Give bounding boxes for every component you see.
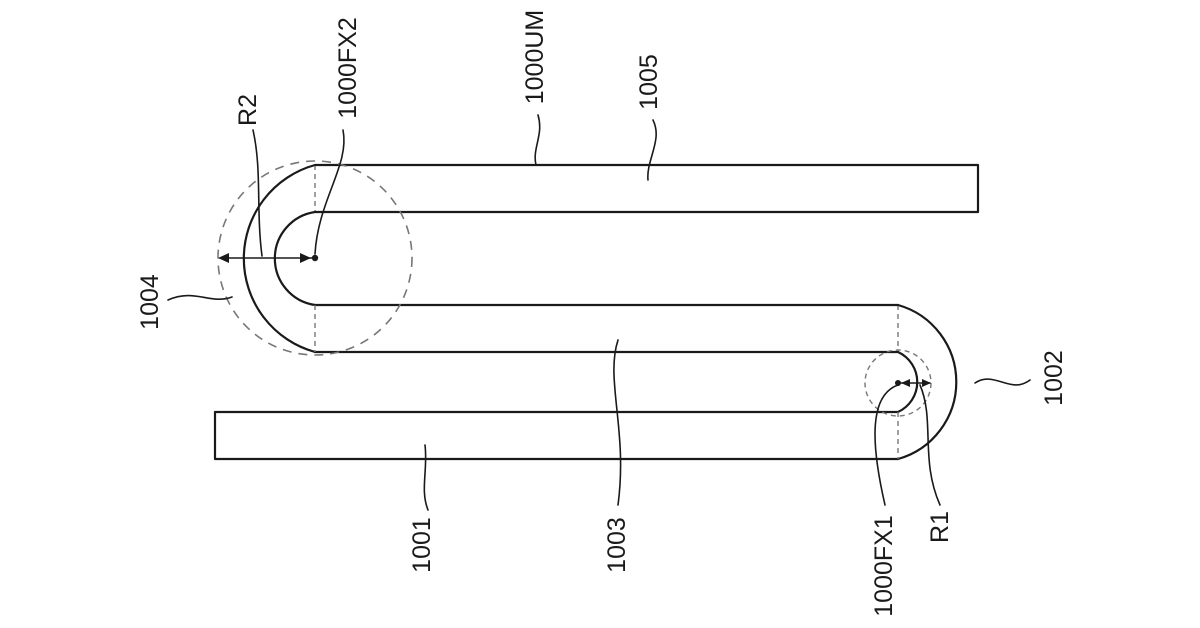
label-1003: 1003 bbox=[603, 517, 631, 573]
leader-r2 bbox=[252, 129, 263, 257]
portion-1005 bbox=[313, 163, 980, 214]
portion-1003 bbox=[313, 303, 900, 354]
r2-arrowhead-right bbox=[300, 253, 311, 263]
label-1000fx2: 1000FX2 bbox=[334, 17, 362, 118]
fixed-axis-1-center-dot bbox=[895, 380, 901, 386]
leader-1003 bbox=[613, 339, 622, 506]
r1-arrowhead-right bbox=[922, 379, 931, 387]
label-1000um: 1000UM bbox=[521, 10, 549, 105]
label-1005: 1005 bbox=[635, 54, 663, 110]
r1-arrowhead-left bbox=[901, 379, 910, 387]
label-1001: 1001 bbox=[408, 517, 436, 573]
label-r2: R2 bbox=[234, 94, 262, 126]
leader-1000fx2 bbox=[314, 129, 345, 255]
leader-1005 bbox=[647, 119, 657, 181]
bend-portion-1002 bbox=[896, 303, 958, 461]
leader-r1 bbox=[919, 384, 941, 506]
portion-1001 bbox=[213, 410, 900, 461]
leader-1004 bbox=[167, 294, 233, 301]
leader-1002 bbox=[974, 378, 1031, 386]
leader-1001 bbox=[423, 444, 429, 511]
label-r1: R1 bbox=[926, 511, 954, 543]
label-1000fx1: 1000FX1 bbox=[870, 515, 898, 616]
leader-1000um bbox=[534, 114, 541, 166]
label-1004: 1004 bbox=[136, 274, 164, 330]
label-1002: 1002 bbox=[1040, 350, 1068, 406]
leader-1000fx1 bbox=[874, 384, 899, 506]
r2-arrowhead-left bbox=[218, 253, 229, 263]
fixed-axis-2-center-dot bbox=[311, 254, 319, 262]
